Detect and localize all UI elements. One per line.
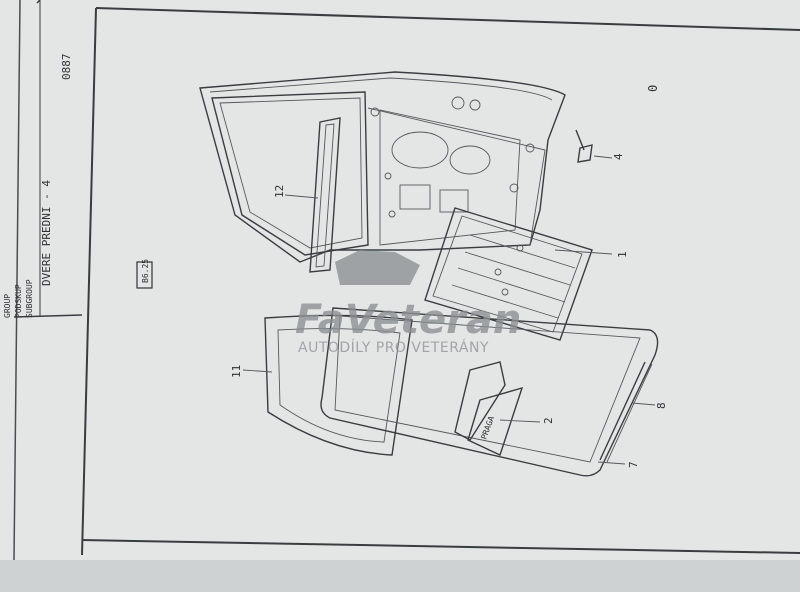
window-channel-part xyxy=(309,117,341,273)
belt-strip-part xyxy=(599,361,646,461)
watermark: FaVeteran AUTODÍLY PRO VETERÁNY xyxy=(295,250,521,356)
inner-frame-left xyxy=(81,7,97,556)
callout-8: 8 xyxy=(655,402,668,409)
callout-4: 4 xyxy=(612,153,625,160)
callout-7: 7 xyxy=(627,461,640,468)
watermark-tagline: AUTODÍLY PRO VETERÁNY xyxy=(298,339,489,356)
diagram-title: DVERE PREDNI - 4 xyxy=(40,180,53,286)
title-block-divider xyxy=(13,314,83,318)
outer-frame-left xyxy=(13,0,21,561)
callout-12: 12 xyxy=(273,185,286,198)
door-frame xyxy=(199,71,566,263)
clip-part xyxy=(575,129,593,163)
door-glass-part xyxy=(264,314,413,456)
callout-11: 11 xyxy=(230,365,243,378)
label-subgroup: SUBGROUP xyxy=(25,279,34,318)
callout-1: 1 xyxy=(616,251,629,258)
diagram-code: 0887 xyxy=(60,54,73,81)
label-group: GROUP xyxy=(3,294,12,318)
page-ref-box xyxy=(136,261,153,289)
inner-frame-bottom xyxy=(81,539,800,554)
watermark-brand: FaVeteran xyxy=(295,297,521,343)
label-podskup: PODSKUP xyxy=(14,284,23,318)
corner-mark: 0 xyxy=(646,85,660,92)
page-shadow xyxy=(0,560,800,592)
watermark-car-icon xyxy=(335,250,420,285)
window-seal-part xyxy=(320,307,659,477)
inner-frame-top xyxy=(95,7,800,31)
leader-lines xyxy=(242,155,656,465)
callout-2: 2 xyxy=(542,417,555,424)
page-ref: B6.25 xyxy=(141,259,150,283)
